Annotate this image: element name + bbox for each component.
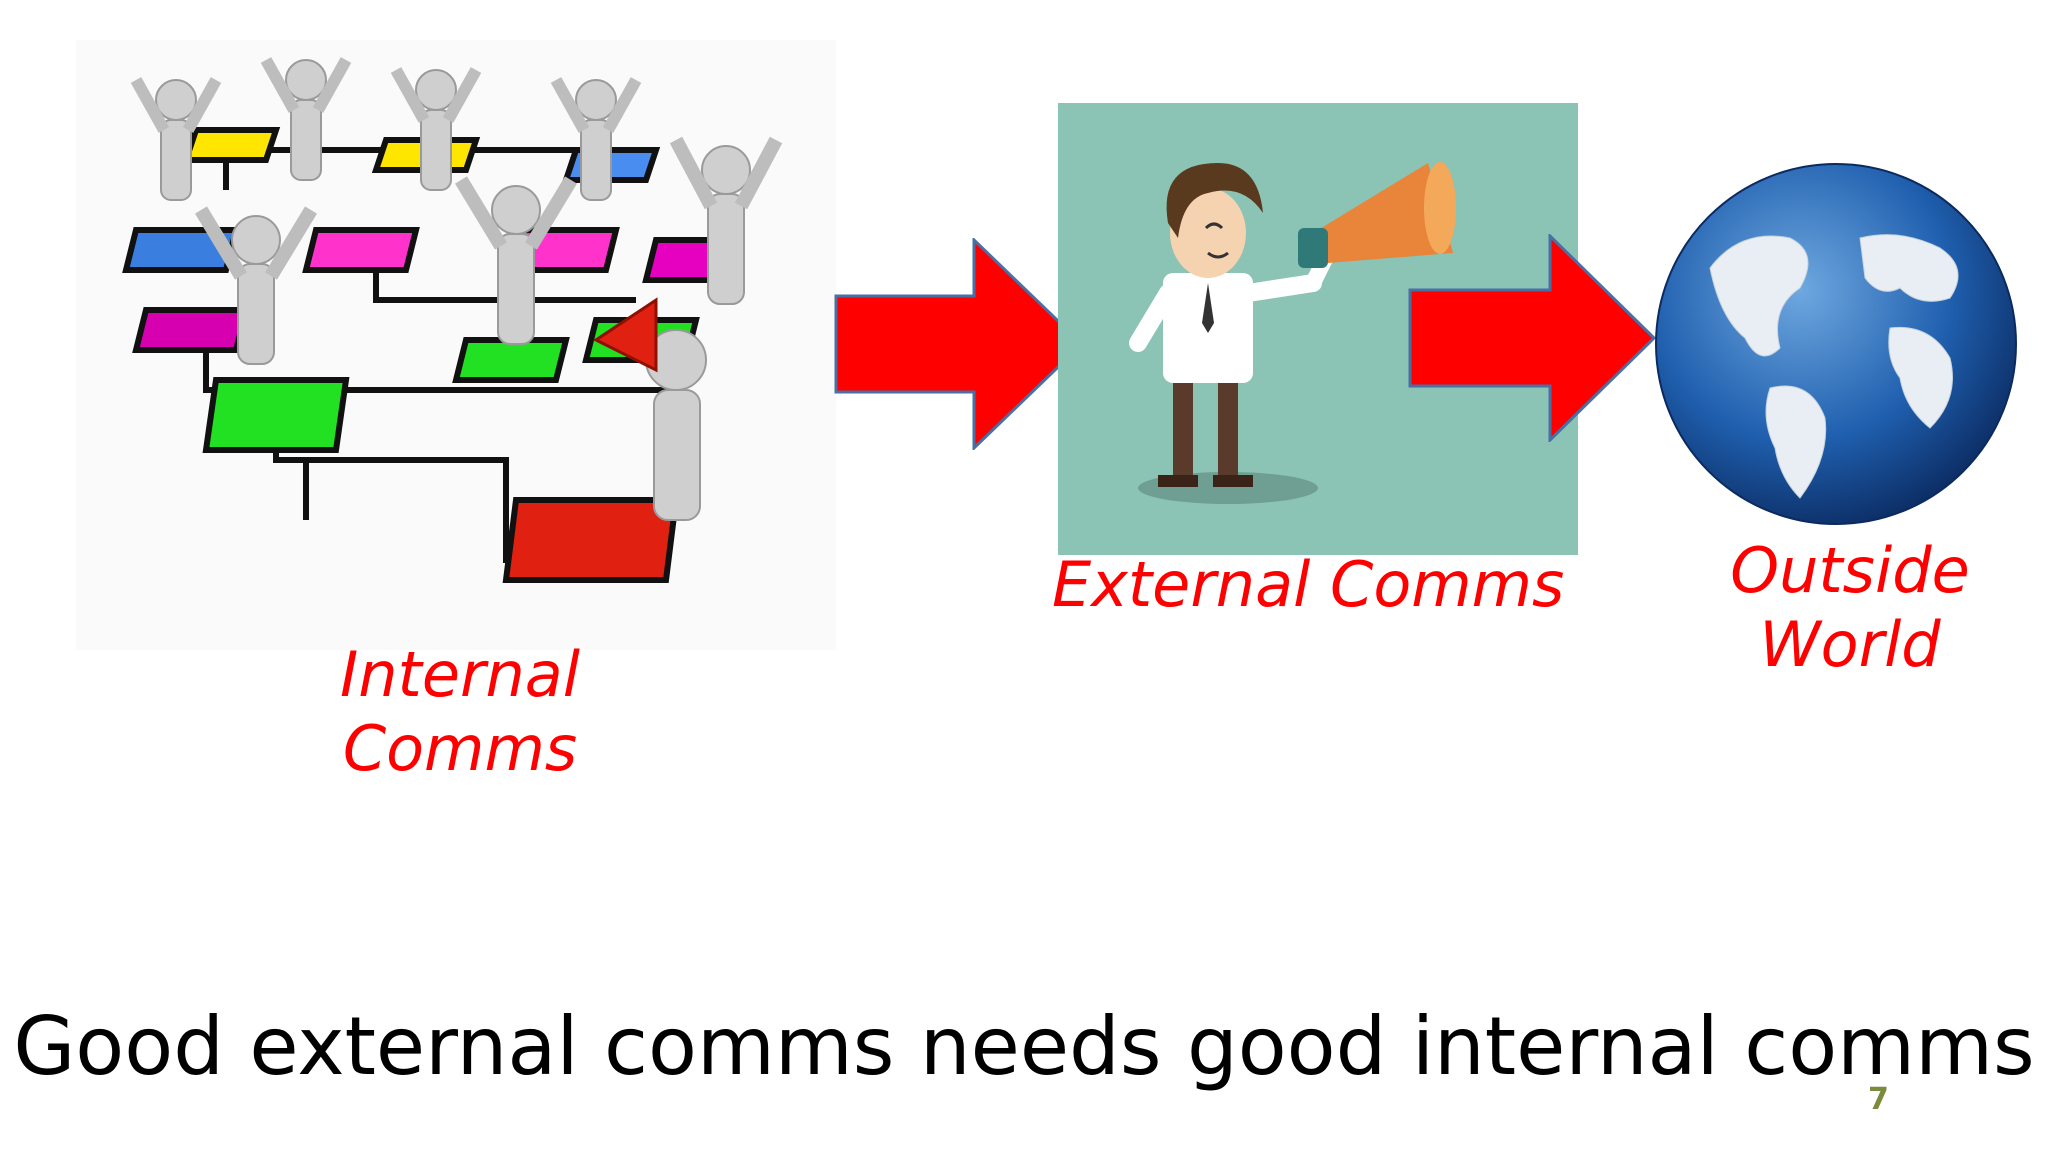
internal-comms-caption: Internal Comms bbox=[300, 638, 620, 787]
outside-world-caption: Outside World bbox=[1690, 534, 2010, 683]
internal-caption-line1: Internal bbox=[339, 638, 581, 711]
outside-caption-line2: World bbox=[1759, 608, 1941, 682]
internal-caption-line2: Comms bbox=[342, 712, 578, 786]
org-chart-people-icon bbox=[76, 40, 836, 650]
external-comms-caption: External Comms bbox=[1052, 548, 1565, 621]
person-with-megaphone-illustration bbox=[1058, 103, 1578, 555]
org-chart-people-illustration bbox=[76, 40, 836, 650]
slide-tagline: Good external comms needs good internal … bbox=[13, 1000, 2035, 1093]
globe-illustration bbox=[1650, 158, 2022, 530]
right-arrow-icon bbox=[1408, 234, 1656, 442]
globe-icon bbox=[1655, 163, 2017, 525]
page-number: 7 bbox=[1868, 1082, 1889, 1117]
outside-caption-line1: Outside bbox=[1730, 534, 1970, 607]
person-with-megaphone-icon bbox=[1058, 103, 1578, 555]
right-arrow-icon bbox=[834, 238, 1084, 450]
